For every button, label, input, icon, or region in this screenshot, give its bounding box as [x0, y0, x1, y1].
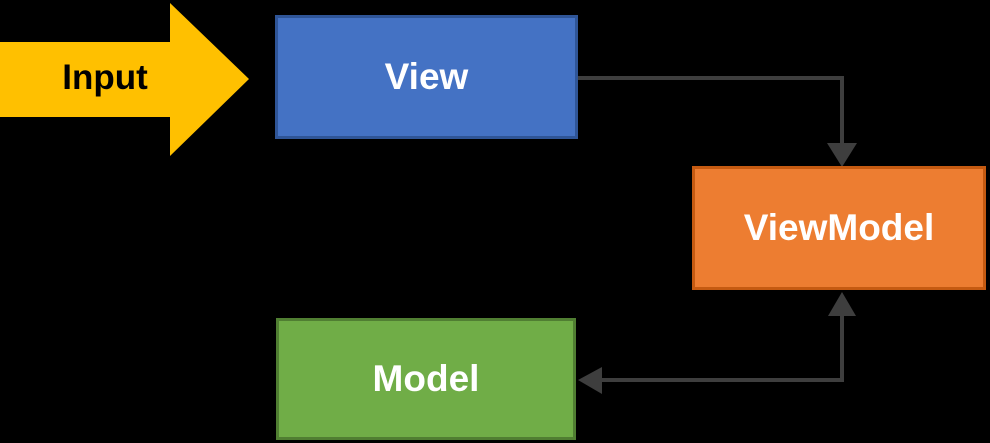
arrowhead-left-into-model-icon — [578, 367, 602, 394]
arrowhead-up-into-viewmodel-icon — [828, 292, 856, 316]
node-view: View — [275, 15, 578, 139]
node-view-label: View — [384, 56, 469, 97]
node-viewmodel: ViewModel — [692, 166, 986, 290]
node-model-label: Model — [372, 358, 480, 399]
input-block-arrow-shape — [0, 3, 249, 156]
arrowhead-down-into-viewmodel-icon — [827, 143, 857, 167]
viewmodel-model-connector — [600, 314, 844, 382]
view-to-viewmodel-connector — [578, 76, 844, 147]
node-model: Model — [276, 318, 576, 440]
input-arrow-label: Input — [62, 58, 148, 97]
node-viewmodel-label: ViewModel — [743, 207, 935, 248]
